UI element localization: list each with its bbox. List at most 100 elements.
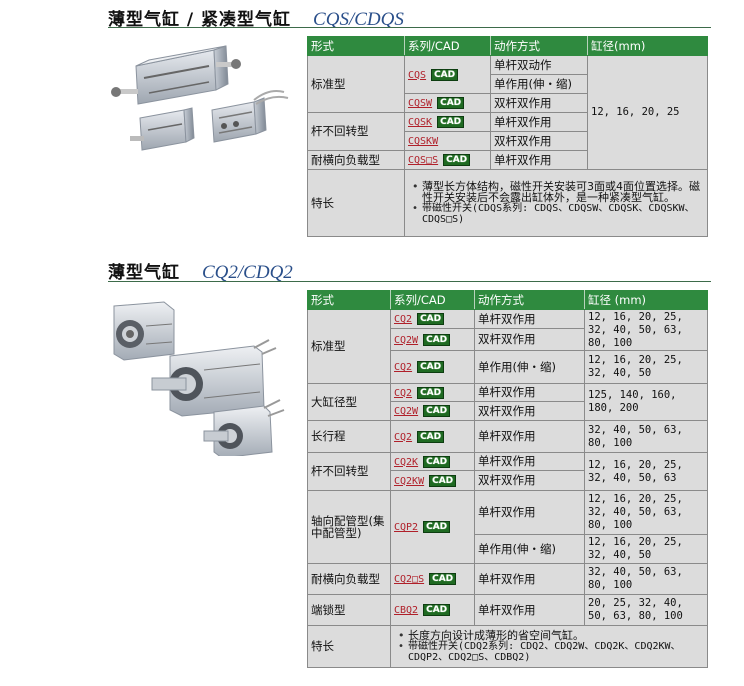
action-cell: 单杆双作用 (490, 112, 588, 132)
series-link[interactable]: CQSK (408, 117, 433, 128)
cad-button[interactable]: CAD (417, 430, 445, 443)
cad-button[interactable]: CAD (423, 333, 451, 346)
series-cell: CQSW CAD (404, 93, 491, 113)
cad-button[interactable]: CAD (429, 474, 457, 487)
series-link[interactable]: CQS□S (408, 155, 439, 166)
series-link[interactable]: CQSW (408, 98, 433, 109)
series-cell: CQ2W CAD (390, 401, 475, 421)
type-cell: 端锁型 (307, 594, 391, 626)
series-link[interactable]: CQ2 (394, 387, 413, 399)
header-action: 动作方式 (490, 36, 588, 56)
series-cell: CQ2W CAD (390, 328, 475, 351)
series-cell: CQ2 CAD (390, 309, 475, 329)
series-link[interactable]: CQ2K (394, 456, 419, 468)
cad-button[interactable]: CAD (423, 604, 451, 616)
action-cell: 单杆双作用 (474, 594, 585, 626)
header-series-cad: 系列/CAD (390, 290, 475, 310)
series-cell: CQP2 CAD (390, 490, 475, 564)
type-cell: 大缸径型 (307, 383, 391, 421)
series-cell: CQ2 CAD (390, 420, 475, 453)
action-cell: 双杆双作用 (490, 131, 588, 151)
table-row: 标准型 CQS CAD 单杆双动作 12, 16, 20, 25 (307, 55, 708, 170)
header-action: 动作方式 (474, 290, 585, 310)
header-series-cad: 系列/CAD (404, 36, 491, 56)
action-cell: 单杆双动作 (490, 55, 588, 75)
cqs-product-photo (111, 45, 289, 151)
series-cell: CQS CAD (404, 55, 491, 94)
table-row: 单作用(伸・缩) 12, 16, 20, 25, 32, 40, 50 (308, 534, 708, 564)
series-link[interactable]: CQ2W (394, 406, 419, 417)
table-header-row: 形式 系列/CAD 动作方式 缸径 (mm) (307, 290, 708, 310)
cad-button[interactable]: CAD (417, 361, 445, 373)
series-link[interactable]: CQP2 (394, 522, 419, 533)
series-cell: CQ2□S CAD (390, 563, 475, 595)
type-cell: 耐横向负载型 (307, 150, 405, 170)
type-cell: 标准型 (307, 55, 405, 113)
section2-model: CQ2/CDQ2 (202, 262, 293, 283)
series-cell: CQS□S CAD (404, 150, 491, 170)
cad-button[interactable]: CAD (423, 405, 451, 417)
header-bore: 缸径(mm) (587, 36, 708, 56)
action-cell: 单杆双作用 (474, 383, 585, 402)
features-cell: 长度方向设计成薄形的省空间气缸。 带磁性开关(CDQ2系列: CDQ2、CDQ2… (390, 625, 708, 668)
cad-button[interactable]: CAD (423, 521, 451, 533)
bore-cell: 32, 40, 50, 63, 80, 100 (584, 563, 708, 595)
bore-cell: 12, 16, 20, 25, 32, 40, 50, 63 (584, 452, 708, 491)
action-cell: 单作用(伸・缩) (490, 74, 588, 94)
action-cell: 单杆双作用 (474, 452, 585, 471)
action-cell: 单杆双作用 (490, 150, 588, 170)
series-cell: CQ2 CAD (390, 350, 475, 384)
series-cell: CQ2K CAD (390, 452, 475, 471)
bore-cell: 32, 40, 50, 63, 80, 100 (584, 420, 708, 453)
cad-button[interactable]: CAD (417, 386, 445, 399)
type-cell: 轴向配管型(集中配管型) (307, 490, 391, 564)
header-type: 形式 (307, 290, 391, 310)
bore-cell: 12, 16, 20, 25, 32, 40, 50, 63, 80, 100 (584, 490, 708, 535)
type-cell: 耐横向负载型 (307, 563, 391, 595)
cad-button[interactable]: CAD (443, 154, 471, 166)
cad-button[interactable]: CAD (437, 116, 465, 128)
section2-divider (108, 281, 711, 282)
series-link[interactable]: CQ2 (394, 314, 413, 325)
series-link[interactable]: CQSKW (408, 136, 439, 147)
series-link[interactable]: CQ2KW (394, 475, 425, 487)
section1-title-text: 薄型气缸 / 紧凑型气缸 (108, 10, 292, 30)
feature-item: 长度方向设计成薄形的省空间气缸。 (398, 630, 704, 641)
features-row: 特长 薄型长方体结构，磁性开关安装可3面或4面位置选择。磁性开关安装后不会露出缸… (307, 169, 708, 237)
action-cell: 单杆双作用 (474, 563, 585, 595)
table-row: 端锁型 CBQ2 CAD 单杆双作用 20, 25, 32, 40, 50, 63… (307, 594, 708, 626)
series-cell: CQSKW (404, 131, 491, 151)
series-link[interactable]: CQ2 (394, 362, 413, 373)
section1-divider (108, 27, 711, 28)
cad-button[interactable]: CAD (431, 68, 459, 81)
action-cell: 单作用(伸・缩) (474, 350, 585, 384)
feature-item: 薄型长方体结构，磁性开关安装可3面或4面位置选择。磁性开关安装后不会露出缸体外，… (412, 181, 704, 203)
series-link[interactable]: CQ2□S (394, 574, 425, 585)
bore-cell: 12, 16, 20, 25 (587, 55, 708, 170)
cad-button[interactable]: CAD (423, 455, 451, 468)
cqs-spec-table: 形式 系列/CAD 动作方式 缸径(mm) 标准型 CQS CAD 单杆双动作 1… (307, 36, 708, 237)
cad-button[interactable]: CAD (417, 313, 445, 325)
series-link[interactable]: CQS (408, 69, 427, 81)
table-header-row: 形式 系列/CAD 动作方式 缸径(mm) (307, 36, 708, 56)
action-cell: 双杆双作用 (474, 328, 585, 351)
table-row: 耐横向负载型 CQ2□S CAD 单杆双作用 32, 40, 50, 63, 80… (307, 563, 708, 595)
bore-cell: 12, 16, 20, 25, 32, 40, 50, 63, 80, 100 (584, 309, 708, 351)
bore-cell: 125, 140, 160, 180, 200 (584, 383, 708, 421)
cad-button[interactable]: CAD (429, 573, 457, 585)
series-link[interactable]: CBQ2 (394, 605, 419, 616)
series-link[interactable]: CQ2 (394, 431, 413, 443)
cad-button[interactable]: CAD (437, 97, 465, 109)
series-link[interactable]: CQ2W (394, 334, 419, 346)
bore-cell: 20, 25, 32, 40, 50, 63, 80, 100 (584, 594, 708, 626)
header-bore: 缸径 (mm) (584, 290, 708, 310)
header-type: 形式 (307, 36, 405, 56)
cq2-product-photo (113, 301, 285, 456)
